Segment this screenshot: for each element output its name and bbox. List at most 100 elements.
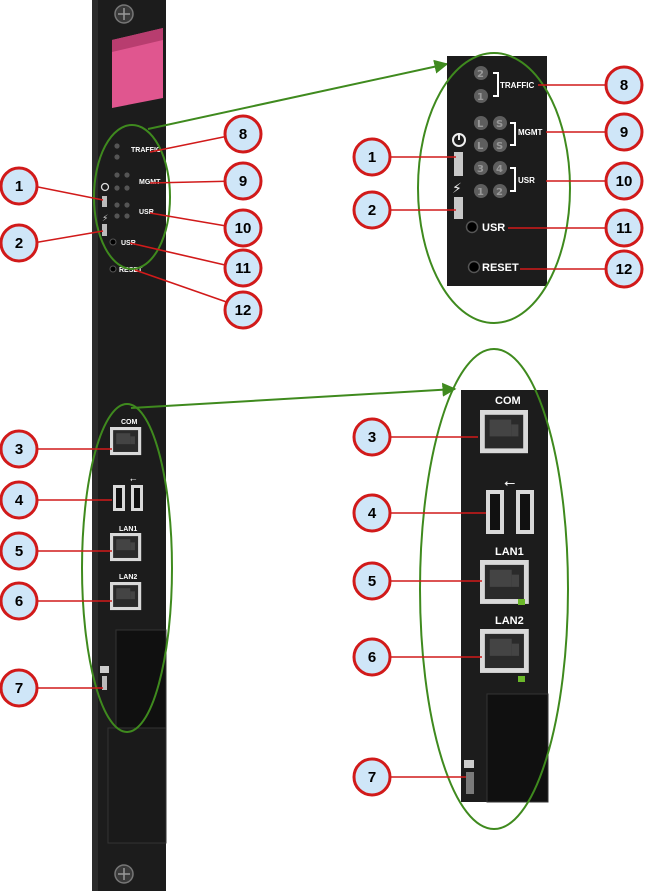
zoom-region-bottom-small <box>81 403 173 733</box>
zoom-arrow-top <box>147 59 449 130</box>
callouts: 1 2 3 4 5 6 7 8 9 10 11 12 1 2 3 4 5 6 7… <box>0 65 644 797</box>
svg-text:9: 9 <box>620 124 628 141</box>
callout-12-right: 12 <box>604 249 644 289</box>
svg-text:L: L <box>477 119 484 130</box>
lan2-port-small <box>110 582 142 611</box>
lan2-port <box>480 629 529 673</box>
callout-1-left: 1 <box>0 166 39 206</box>
callout-3-right: 3 <box>352 417 392 457</box>
lan1-port-small <box>110 533 142 562</box>
svg-text:1: 1 <box>477 92 484 103</box>
callout-6-left: 6 <box>0 581 39 621</box>
lan2-label-small: LAN2 <box>119 574 137 581</box>
callout-4-left: 4 <box>0 480 39 520</box>
lan1-label-small: LAN1 <box>119 526 137 533</box>
led-2-small <box>102 224 107 236</box>
lan2-label: LAN2 <box>495 615 524 627</box>
callout-4-right: 4 <box>352 493 392 533</box>
svg-text:8: 8 <box>620 77 628 94</box>
callout-7-left: 7 <box>0 668 39 708</box>
svg-text:4: 4 <box>496 164 503 175</box>
zoom-region-bottom <box>419 348 569 830</box>
com-label: COM <box>495 395 521 407</box>
led-1-small <box>102 196 107 207</box>
svg-text:11: 11 <box>616 220 632 237</box>
callout-9-right: 9 <box>604 112 644 152</box>
callout-6-right: 6 <box>352 637 392 677</box>
traffic-label-small: TRAFFIC <box>131 147 161 154</box>
svg-text:⭠: ⭠ <box>130 475 137 484</box>
blank-cover <box>486 693 549 803</box>
svg-text:7: 7 <box>15 680 23 697</box>
svg-text:6: 6 <box>15 593 23 610</box>
reset-label-small: RESET <box>119 267 143 274</box>
reset-button-small <box>109 265 117 273</box>
callout-10-right: 10 <box>604 161 644 201</box>
svg-text:2: 2 <box>477 69 484 80</box>
callout-7-right: 7 <box>352 757 392 797</box>
usb-ports: ⭠ <box>486 475 534 534</box>
led-cluster-small <box>114 143 130 219</box>
zoom-arrow-bottom <box>130 382 457 409</box>
callout-10-left: 10 <box>223 208 263 248</box>
usr-button-label-small: USR <box>121 240 136 247</box>
com-port-small <box>110 427 142 456</box>
svg-text:9: 9 <box>239 173 247 190</box>
reset-button <box>467 260 481 274</box>
leader-lines <box>32 84 608 778</box>
svg-text:2: 2 <box>15 235 23 252</box>
svg-text:1: 1 <box>15 178 23 195</box>
svg-text:4: 4 <box>15 492 24 509</box>
callout-11-left: 11 <box>223 248 263 288</box>
callout-2-left: 2 <box>0 223 39 263</box>
fault-icon-small: ⚡ <box>102 214 108 224</box>
power-icon-small <box>100 182 110 192</box>
svg-text:12: 12 <box>235 302 252 319</box>
svg-text:1: 1 <box>368 149 376 166</box>
led-1 <box>454 152 463 176</box>
svg-text:6: 6 <box>368 649 376 666</box>
svg-text:S: S <box>496 119 503 130</box>
svg-text:4: 4 <box>368 505 377 522</box>
svg-text:L: L <box>477 141 484 152</box>
callout-3-left: 3 <box>0 429 39 469</box>
svg-text:12: 12 <box>616 261 633 278</box>
callout-8-right: 8 <box>604 65 644 105</box>
zoomed-led-panel: 2 1 TRAFFIC L S L S MGMT 3 4 1 2 USR ⚡ U… <box>447 56 547 286</box>
led-2 <box>454 197 463 219</box>
svg-text:7: 7 <box>368 769 376 786</box>
zoomed-port-panel: COM ⭠ LAN1 LAN2 <box>461 390 549 803</box>
fault-icon: ⚡ <box>452 181 462 197</box>
svg-text:11: 11 <box>235 260 251 277</box>
zoom-region-top <box>417 52 571 324</box>
traffic-label: TRAFFIC <box>500 81 534 90</box>
callout-1-right: 1 <box>352 137 392 177</box>
blank-cover-small <box>115 629 167 729</box>
svg-text:10: 10 <box>235 220 252 237</box>
mgmt-label: MGMT <box>518 128 543 137</box>
svg-text:3: 3 <box>477 164 484 175</box>
svg-text:3: 3 <box>368 429 376 446</box>
svg-text:5: 5 <box>15 543 23 560</box>
lan1-port <box>480 560 529 604</box>
com-label-small: COM <box>121 419 138 426</box>
svg-text:2: 2 <box>368 202 376 219</box>
svg-text:2: 2 <box>496 187 503 198</box>
usr-leds-label: USR <box>518 176 535 185</box>
svg-text:8: 8 <box>239 126 247 143</box>
svg-text:5: 5 <box>368 573 376 590</box>
led-7-small <box>102 676 107 690</box>
callout-8-left: 8 <box>223 114 263 154</box>
callout-12-left: 12 <box>223 290 263 330</box>
usr-leds-label-small: USR <box>139 209 154 216</box>
svg-text:S: S <box>496 141 503 152</box>
callout-5-left: 5 <box>0 531 39 571</box>
usr-button <box>465 220 479 234</box>
led-7 <box>466 772 474 794</box>
svg-text:1: 1 <box>477 187 484 198</box>
reset-label: RESET <box>482 262 519 274</box>
usr-button-label: USR <box>482 222 505 234</box>
svg-text:3: 3 <box>15 441 23 458</box>
callout-9-left: 9 <box>223 161 263 201</box>
